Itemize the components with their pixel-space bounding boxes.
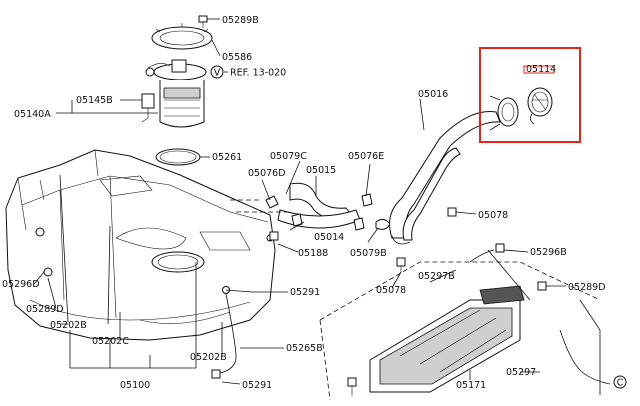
label-05291-bottom: 05291 xyxy=(242,380,272,391)
label-05188: 05188 xyxy=(298,248,328,259)
label-05202C: 05202C xyxy=(92,336,129,347)
label-ref-13-020: REF. 13-020 xyxy=(230,68,286,79)
label-05100: 05100 xyxy=(120,380,150,391)
label-05078-bottom: 05078 xyxy=(376,285,406,296)
label-05261: 05261 xyxy=(212,152,242,163)
label-05289B-top: 05289B xyxy=(222,15,259,26)
label-05014: 05014 xyxy=(314,232,344,243)
label-05114: 05114 xyxy=(526,64,556,75)
ref-marker: V xyxy=(214,68,221,79)
part-labels: 05289B 05586 REF. 13-020 05145B 05140A 0… xyxy=(2,15,606,391)
fuel-cap-callout: 05114 xyxy=(479,47,581,143)
label-05202B-left: 05202B xyxy=(50,320,87,331)
highlight-box xyxy=(479,47,581,143)
label-05079C: 05079C xyxy=(270,151,307,162)
label-05016: 05016 xyxy=(418,89,448,100)
label-05171: 05171 xyxy=(456,380,486,391)
label-05297: 05297 xyxy=(506,367,536,378)
label-05076D: 05076D xyxy=(248,168,286,179)
fuel-tank xyxy=(5,149,276,379)
label-05297B: 05297B xyxy=(418,271,455,282)
heat-shields: C xyxy=(319,243,627,401)
label-05202B-right: 05202B xyxy=(190,352,227,363)
label-05079B: 05079B xyxy=(350,248,387,259)
label-05078-right: 05078 xyxy=(478,210,508,221)
label-05015: 05015 xyxy=(306,165,336,176)
label-05586: 05586 xyxy=(222,52,252,63)
label-05145B: 05145B xyxy=(76,95,113,106)
leader-lines xyxy=(33,18,566,385)
label-05076E: 05076E xyxy=(348,151,384,162)
label-05265B: 05265B xyxy=(286,343,323,354)
label-05140A: 05140A xyxy=(14,109,51,120)
label-05296B: 05296B xyxy=(530,247,567,258)
fuel-pump-assembly: V xyxy=(141,15,224,166)
label-05296D: 05296D xyxy=(2,279,40,290)
label-05291-mid: 05291 xyxy=(290,287,320,298)
label-05289D-left: 05289D xyxy=(26,304,64,315)
filler-hose-group xyxy=(230,111,501,272)
corner-marker: C xyxy=(617,378,624,389)
label-05289D-right: 05289D xyxy=(568,282,606,293)
